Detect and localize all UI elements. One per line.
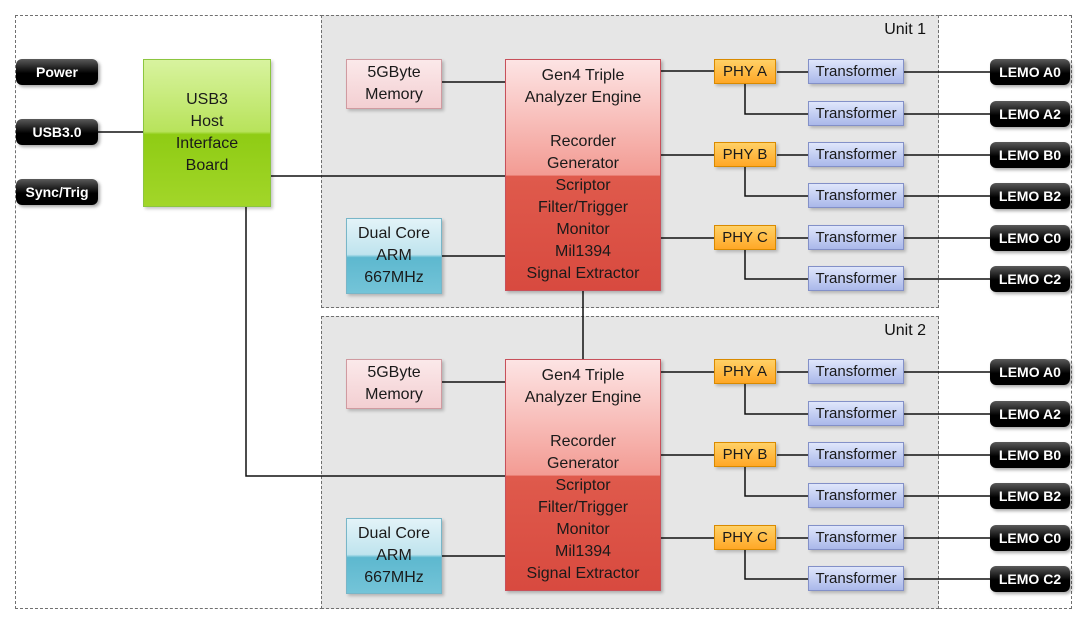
- unit-1-lemo-b0: LEMO B0: [990, 142, 1070, 168]
- unit-2-phy-a: PHY A: [714, 359, 776, 384]
- unit-2-lemo-a0: LEMO A0: [990, 359, 1070, 385]
- arm-line: 667MHz: [364, 569, 424, 586]
- engine-line: Signal Extractor: [526, 265, 640, 282]
- arm-line: ARM: [376, 547, 412, 564]
- engine-line: Monitor: [556, 521, 610, 538]
- arm-line: ARM: [376, 247, 412, 264]
- unit-1-label: Unit 1: [884, 21, 926, 38]
- unit-1-phy-a: PHY A: [714, 59, 776, 84]
- unit-2-memory: 5GByte Memory: [346, 359, 442, 409]
- usb-board-line: USB3: [186, 91, 228, 108]
- memory-line: Memory: [365, 386, 423, 403]
- unit-2-lemo-b2: LEMO B2: [990, 483, 1070, 509]
- unit-1-lemo-b2: LEMO B2: [990, 183, 1070, 209]
- unit-1-transformer: Transformer: [808, 266, 904, 291]
- unit-2-lemo-b0: LEMO B0: [990, 442, 1070, 468]
- unit-2-transformer: Transformer: [808, 525, 904, 550]
- engine-line: Scriptor: [555, 177, 611, 194]
- arm-line: Dual Core: [357, 225, 431, 242]
- engine-line: Recorder: [550, 433, 616, 450]
- engine-line: Filter/Trigger: [537, 199, 629, 216]
- unit-2-phy-c: PHY C: [714, 525, 776, 550]
- unit-2-transformer: Transformer: [808, 566, 904, 591]
- unit-1-transformer: Transformer: [808, 142, 904, 167]
- unit-2-transformer: Transformer: [808, 359, 904, 384]
- usb3-connector: USB3.0: [16, 119, 98, 145]
- engine-line: Gen4 Triple: [541, 67, 625, 84]
- unit-1-phy-b: PHY B: [714, 142, 776, 167]
- unit-1-lemo-a2: LEMO A2: [990, 101, 1070, 127]
- memory-line: 5GByte: [367, 64, 421, 81]
- unit-2-lemo-c2: LEMO C2: [990, 566, 1070, 592]
- unit-2-transformer: Transformer: [808, 442, 904, 467]
- usb-board-line: Host: [190, 113, 224, 130]
- unit-1-lemo-c0: LEMO C0: [990, 225, 1070, 251]
- arm-line: 667MHz: [364, 269, 424, 286]
- engine-line: Mil1394: [554, 243, 612, 260]
- engine-line: Analyzer Engine: [524, 389, 642, 406]
- unit-2-analyzer-engine: Gen4 Triple Analyzer Engine Recorder Gen…: [505, 359, 661, 591]
- sync-trig-connector: Sync/Trig: [16, 179, 98, 205]
- engine-line: Gen4 Triple: [541, 367, 625, 384]
- memory-line: 5GByte: [367, 364, 421, 381]
- usb3-host-interface-board: USB3 Host Interface Board: [143, 59, 271, 207]
- unit-2-phy-b: PHY B: [714, 442, 776, 467]
- engine-line: Analyzer Engine: [524, 89, 642, 106]
- unit-1-phy-c: PHY C: [714, 225, 776, 250]
- engine-line: Recorder: [550, 133, 616, 150]
- unit-2-label: Unit 2: [884, 322, 926, 339]
- unit-2-arm-processor: Dual Core ARM 667MHz: [346, 518, 442, 594]
- usb-board-line: Board: [185, 157, 229, 174]
- unit-2-transformer: Transformer: [808, 401, 904, 426]
- unit-1-transformer: Transformer: [808, 101, 904, 126]
- usb-board-line: Interface: [175, 135, 239, 152]
- unit-1-transformer: Transformer: [808, 183, 904, 208]
- engine-line: Scriptor: [555, 477, 611, 494]
- unit-1-memory: 5GByte Memory: [346, 59, 442, 109]
- unit-1-analyzer-engine: Gen4 Triple Analyzer Engine Recorder Gen…: [505, 59, 661, 291]
- engine-line: Generator: [546, 155, 620, 172]
- engine-line: Monitor: [556, 221, 610, 238]
- unit-1-arm-processor: Dual Core ARM 667MHz: [346, 218, 442, 294]
- engine-line: Mil1394: [554, 543, 612, 560]
- engine-line: Filter/Trigger: [537, 499, 629, 516]
- unit-1-transformer: Transformer: [808, 225, 904, 250]
- unit-2-transformer: Transformer: [808, 483, 904, 508]
- unit-2-lemo-a2: LEMO A2: [990, 401, 1070, 427]
- unit-1-lemo-c2: LEMO C2: [990, 266, 1070, 292]
- engine-line: Generator: [546, 455, 620, 472]
- engine-line: Signal Extractor: [526, 565, 640, 582]
- unit-1-transformer: Transformer: [808, 59, 904, 84]
- arm-line: Dual Core: [357, 525, 431, 542]
- unit-2-lemo-c0: LEMO C0: [990, 525, 1070, 551]
- unit-1-lemo-a0: LEMO A0: [990, 59, 1070, 85]
- memory-line: Memory: [365, 86, 423, 103]
- power-connector: Power: [16, 59, 98, 85]
